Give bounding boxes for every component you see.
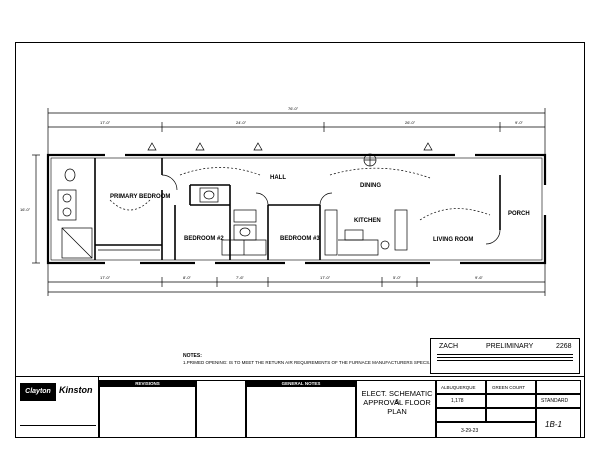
revision-date-column <box>196 380 246 438</box>
top-dimension-3: 26'-0" <box>405 120 416 125</box>
plant-cell: ALBUQUERQUE <box>436 380 486 394</box>
brand-address-line <box>20 425 96 429</box>
model-cell: GREEN COURT <box>486 380 536 394</box>
room-porch: PORCH <box>508 211 530 217</box>
standard-cell: STANDARD <box>536 394 581 408</box>
preliminary-number: 2268 <box>556 343 572 350</box>
general-notes-header: GENERAL NOTES <box>246 380 356 386</box>
sheet-value: 1B-1 <box>545 420 562 429</box>
preliminary-name: ZACH <box>439 343 459 350</box>
sheet-number-top-cell <box>536 380 581 394</box>
standard-value: STANDARD <box>541 398 569 404</box>
date-value: 3-29-23 <box>461 428 479 434</box>
bottom-dimension-3: 7'-6" <box>236 275 244 280</box>
kinston-logo: Kinston <box>59 385 93 395</box>
top-dimension-2: 24'-0" <box>236 120 247 125</box>
preliminary-fine-print-2 <box>437 360 573 363</box>
drawing-title-line-2: APPROVAL FLOOR <box>363 398 431 407</box>
room-bedroom-3: BEDROOM #3 <box>280 236 320 242</box>
sheet-cell: 1B-1 <box>536 408 581 438</box>
serial-cell <box>436 408 486 422</box>
drawing-title-line-3: PLAN <box>387 407 407 416</box>
revisions-header: REVISIONS <box>99 380 196 386</box>
notes-title: NOTES: <box>183 353 202 359</box>
preliminary-status: PRELIMINARY <box>486 343 534 350</box>
preliminary-box: ZACH PRELIMINARY 2268 <box>430 338 580 374</box>
bottom-dimension-5: 5'-0" <box>393 275 401 280</box>
top-dimension-1: 17'-0" <box>100 120 111 125</box>
model-value: GREEN COURT <box>492 385 526 390</box>
exterior-walls <box>46 153 547 265</box>
brand-block: Clayton Kinston <box>15 376 99 438</box>
drawing-title-line-1: ELECT. SCHEMATIC & <box>361 389 433 406</box>
date-cell: 3-29-23 <box>436 422 536 438</box>
preliminary-fine-print <box>437 354 573 358</box>
blank-cell-2 <box>486 408 536 422</box>
side-dimension: 16'-0" <box>20 207 31 212</box>
plant-value: ALBUQUERQUE <box>441 385 476 390</box>
room-bedroom-2: BEDROOM #2 <box>184 236 224 242</box>
general-notes-body <box>246 386 356 438</box>
bottom-dimension-4: 17'-0" <box>320 275 331 280</box>
sqft-value: 1,178 <box>451 398 464 404</box>
bottom-dimension-1: 17'-0" <box>100 275 111 280</box>
room-living-room: LIVING ROOM <box>433 237 474 243</box>
clayton-logo: Clayton <box>20 383 56 401</box>
overall-dimension-label: 76'-0" <box>288 106 299 111</box>
sqft-cell: 1,178 <box>436 394 486 408</box>
revisions-table <box>99 386 196 438</box>
bottom-dimension-6: 9'-6" <box>475 275 483 280</box>
bottom-dimension-2: 8'-0" <box>183 275 191 280</box>
drawing-title-cell: ELECT. SCHEMATIC & APPROVAL FLOOR PLAN <box>356 380 436 438</box>
top-dimension-4: 9'-0" <box>515 120 523 125</box>
room-hall: HALL <box>270 175 286 181</box>
room-primary-bedroom: PRIMARY BEDROOM <box>110 194 171 200</box>
room-kitchen: KITCHEN <box>354 218 381 224</box>
notes-line-1: 1.PRIMED OPENING: IS TO MEET THE RETURN … <box>183 360 431 365</box>
blank-cell <box>486 394 536 408</box>
room-dining: DINING <box>360 183 381 189</box>
